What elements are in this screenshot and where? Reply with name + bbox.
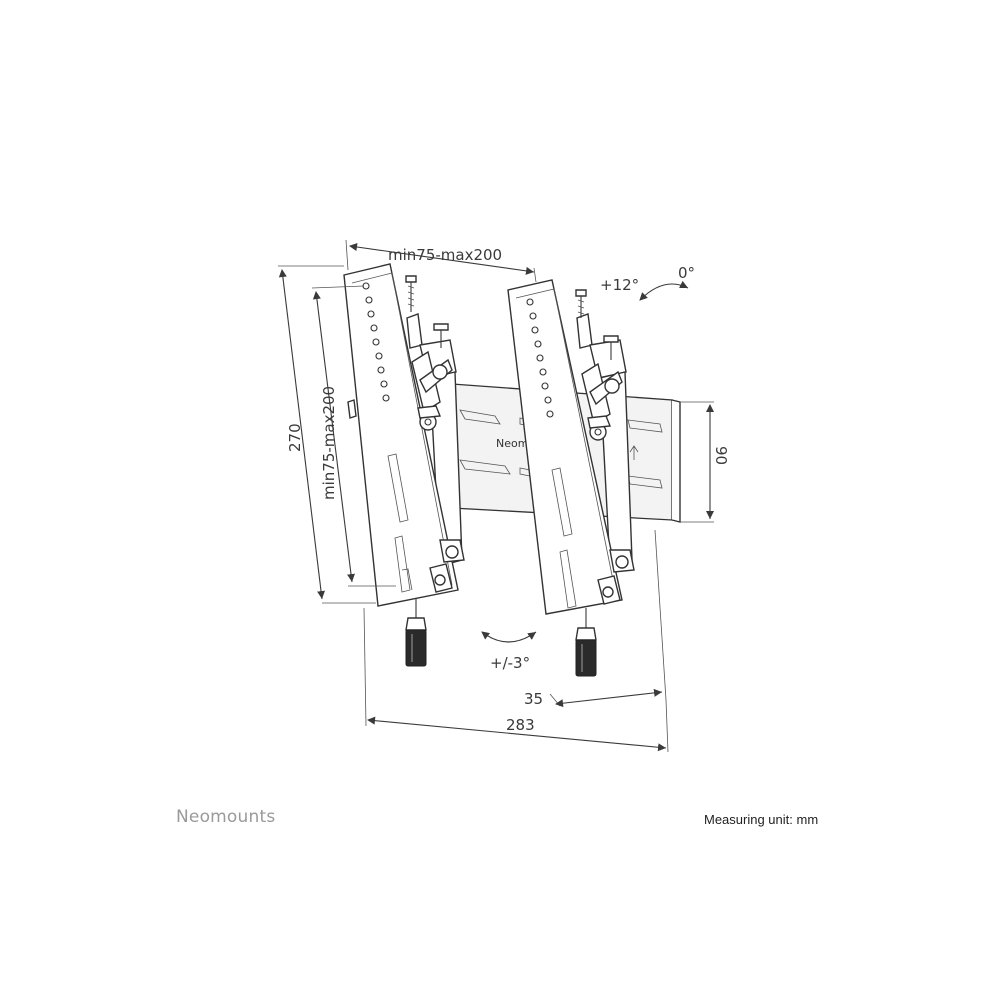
right-arm-holes <box>526 298 554 418</box>
dim-overall-width-label: 283 <box>506 716 535 734</box>
dim-depth-label: 35 <box>524 690 543 708</box>
brand-logo-text: Neomounts <box>176 807 276 827</box>
dim-plate-height: 90 <box>680 401 730 523</box>
dim-left-height: min75-max200 <box>311 285 396 587</box>
measuring-unit-note: Measuring unit: mm <box>704 812 819 827</box>
swivel-indicator: +/-3° <box>481 631 537 672</box>
tilt-neutral-label: 0° <box>678 264 695 282</box>
tilt-forward-label: +12° <box>600 276 639 294</box>
right-arm <box>507 279 635 677</box>
dim-plate-height-label: 90 <box>712 446 730 465</box>
dim-overall-width: 283 <box>363 607 669 753</box>
swivel-label: +/-3° <box>490 654 530 672</box>
dim-depth: 35 <box>524 529 667 708</box>
dim-overall-height-label: 270 <box>286 423 304 452</box>
dim-left-height-label: min75-max200 <box>320 386 338 500</box>
dim-top-width: min75-max200 <box>345 239 537 283</box>
dim-top-width-label: min75-max200 <box>388 246 502 264</box>
left-arm-holes <box>362 282 390 402</box>
left-arm <box>343 263 465 667</box>
tilt-indicator: +12° 0° <box>600 264 695 301</box>
